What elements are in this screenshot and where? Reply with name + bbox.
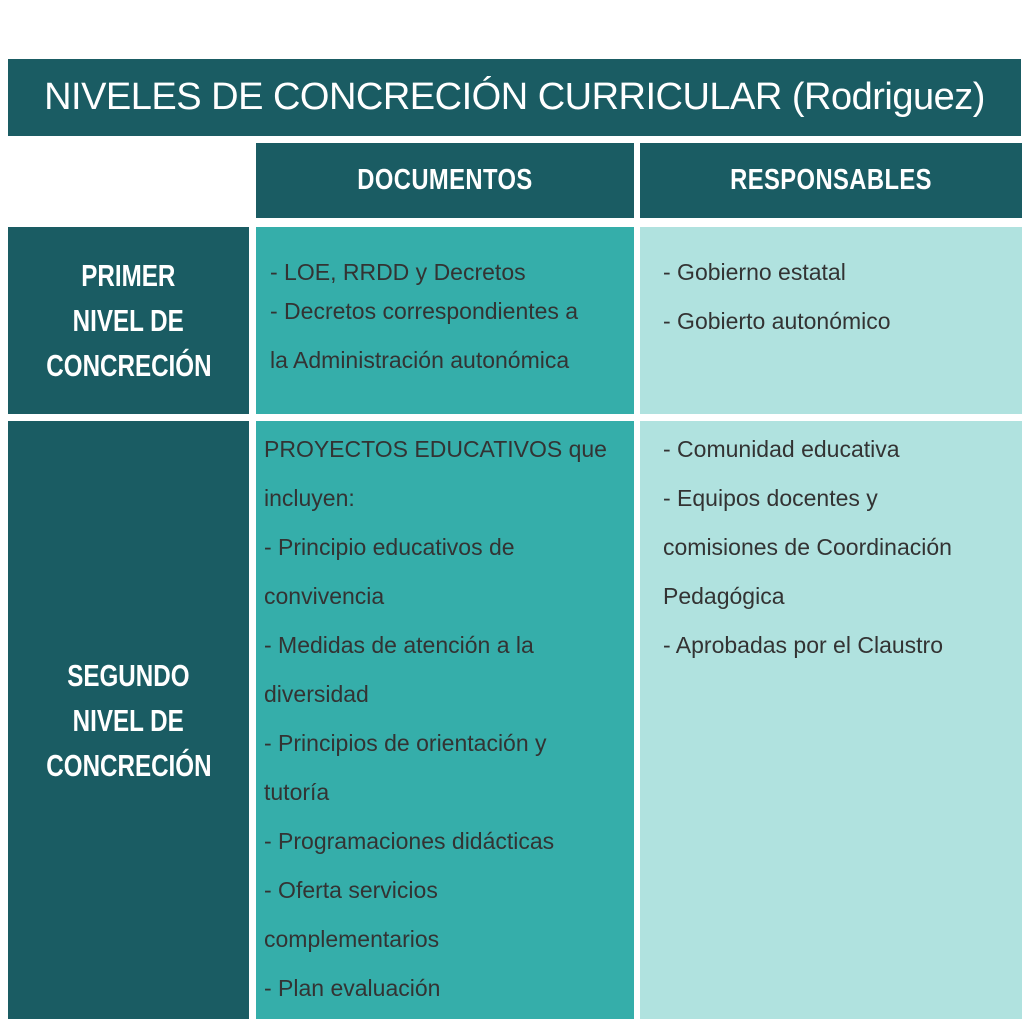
- text-line: convivencia: [264, 583, 385, 609]
- label-line: PRIMER: [81, 258, 176, 293]
- header-responsables-label: RESPONSABLES: [730, 164, 932, 196]
- header-documentos: DOCUMENTOS: [256, 143, 634, 218]
- label-line: SEGUNDO: [67, 657, 190, 693]
- text-line: - Medidas de atención a la: [264, 632, 534, 658]
- text-line: - Principios de orientación y: [264, 730, 547, 756]
- text-line: - Aprobadas por el Claustro: [663, 632, 943, 658]
- text-line: - Comunidad educativa: [663, 436, 900, 462]
- header-responsables: RESPONSABLES: [640, 143, 1022, 218]
- label-line: NIVEL DE: [72, 702, 185, 738]
- text-line: - Principio educativos de: [264, 534, 515, 560]
- text-line: - Programaciones didácticas: [264, 828, 555, 854]
- cell-responsables-segundo: - Comunidad educativa - Equipos docentes …: [640, 421, 1022, 1019]
- text-line: PROYECTOS EDUCATIVOS que: [264, 436, 607, 462]
- header-documentos-label: DOCUMENTOS: [357, 164, 533, 196]
- row-label-segundo-nivel: SEGUNDO NIVEL DE CONCRECIÓN: [8, 421, 249, 1019]
- text-line: incluyen:: [264, 485, 355, 511]
- cell-responsables-primer: - Gobierno estatal - Gobierto autonómico: [640, 227, 1022, 414]
- text-line: comisiones de Coordinación: [663, 534, 952, 560]
- text-line: - Gobierno estatal: [663, 259, 846, 285]
- text-line: - Decretos correspondientes a: [270, 298, 579, 324]
- text-line: complementarios: [264, 926, 440, 952]
- text-line: diversidad: [264, 681, 369, 707]
- text-line: tutoría: [264, 779, 330, 805]
- label-line: NIVEL DE: [72, 303, 185, 338]
- text-line: - Equipos docentes y: [663, 485, 878, 511]
- text-line: Pedagógica: [663, 583, 785, 609]
- table-title: NIVELES DE CONCRECIÓN CURRICULAR (Rodrig…: [8, 59, 1021, 136]
- text-line: - LOE, RRDD y Decretos: [270, 259, 526, 285]
- cell-documentos-primer: - LOE, RRDD y Decretos - Decretos corres…: [256, 227, 634, 414]
- text-line: la Administración autonómica: [270, 347, 570, 373]
- text-line: - Oferta servicios: [264, 877, 438, 903]
- label-line: CONCRECIÓN: [45, 348, 212, 383]
- text-line: - Plan evaluación: [264, 975, 441, 1001]
- text-line: - Gobierto autonómico: [663, 308, 891, 334]
- row-label-primer-nivel: PRIMER NIVEL DE CONCRECIÓN: [8, 227, 249, 414]
- label-line: CONCRECIÓN: [45, 747, 212, 783]
- cell-documentos-segundo: PROYECTOS EDUCATIVOS que incluyen: - Princ…: [256, 421, 634, 1019]
